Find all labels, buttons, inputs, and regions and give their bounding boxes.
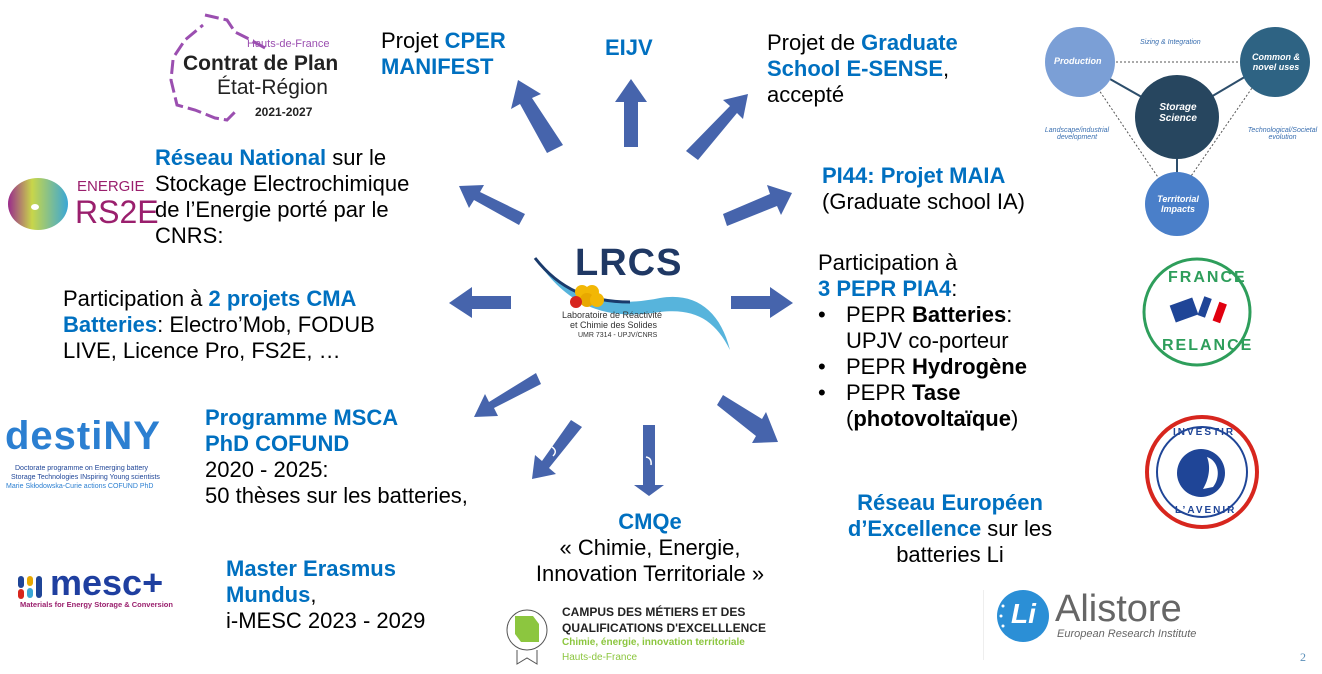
lrcs-title: LRCS bbox=[575, 242, 683, 284]
rs2e-logo-bottom: RS2E bbox=[75, 194, 159, 230]
lrcs-subtitle-3: UMR 7314 - UPJV/CNRS bbox=[578, 332, 658, 339]
storage-node-common: Common & novel uses bbox=[1252, 52, 1300, 72]
lrcs-logo: LRCS Laboratoire de Réactivité et Chimie… bbox=[530, 240, 740, 360]
esense-text: Projet de Graduate School E-SENSE, accep… bbox=[767, 30, 958, 107]
storage-edge-sizing: Sizing & Integration bbox=[1140, 39, 1201, 46]
pepr-item-hydrogene: PEPR Hydrogène bbox=[816, 354, 1027, 380]
cper-logo-line2: État-Région bbox=[217, 76, 328, 99]
lrcs-subtitle-1: Laboratoire de Réactivité bbox=[562, 310, 663, 320]
storage-center: Storage Science bbox=[1159, 102, 1197, 124]
pepr-text: Participation à 3 PEPR PIA4: PEPR Batter… bbox=[818, 250, 1027, 432]
lrcs-subtitle-2: et Chimie des Solides bbox=[570, 320, 658, 330]
france-relance-logo: FRANCE RELANCE bbox=[1140, 255, 1255, 370]
investir-avenir-logo: INVESTIR L’AVENIR bbox=[1143, 413, 1261, 531]
mesc-dots-icon bbox=[18, 574, 46, 599]
investir-top: INVESTIR bbox=[1173, 427, 1236, 438]
pepr-item-batteries: PEPR Batteries: UPJV co-porteur bbox=[816, 302, 1027, 354]
storage-edge-technological: Technological/Societal evolution bbox=[1247, 127, 1318, 141]
destiny-logo: destiNY Doctorate programme on Emerging … bbox=[5, 414, 185, 500]
rs2e-logo: ENERGIE RS2E bbox=[5, 170, 159, 235]
france-relance-top: FRANCE bbox=[1168, 269, 1247, 286]
cmq-logo-line2: QUALIFICATIONS D'EXCELLLENCE bbox=[562, 621, 766, 635]
cper-highlight-1: CPER bbox=[444, 28, 506, 53]
cper-text: Projet CPER MANIFEST bbox=[381, 28, 506, 79]
alistore-li-badge bbox=[997, 590, 1049, 642]
mesc-logo-name: mesc+ bbox=[50, 562, 164, 603]
mesc-logo-tagline: Materials for Energy Storage & Conversio… bbox=[20, 600, 173, 609]
storage-science-diagram: Production Common & novel uses Territori… bbox=[1040, 22, 1320, 242]
storage-node-territorial: Territorial Impacts bbox=[1157, 194, 1199, 214]
investir-avenir-graphic bbox=[1145, 415, 1259, 529]
cmq-logo: CAMPUS DES MÉTIERS ET DES QUALIFICATIONS… bbox=[505, 600, 825, 674]
rs2e-text: Réseau National sur le Stockage Electroc… bbox=[155, 145, 410, 248]
cmq-logo-line3: Chimie, énergie, innovation territoriale bbox=[562, 637, 745, 648]
msca-text: Programme MSCA PhD COFUND 2020 - 2025: 5… bbox=[205, 405, 468, 508]
region-outline-graphic bbox=[169, 13, 266, 122]
divider bbox=[983, 590, 984, 660]
destiny-logo-line1: Doctorate programme on Emerging battery bbox=[15, 465, 149, 472]
cmq-logo-line4: Hauts-de-France bbox=[562, 652, 638, 663]
arrow-to-pepr bbox=[731, 287, 793, 318]
eijv-label: EIJV bbox=[605, 35, 653, 60]
alistore-badge-text: Li bbox=[1011, 598, 1036, 629]
cmqe-text: CMQe « Chimie, Energie, Innovation Terri… bbox=[535, 509, 765, 586]
cmq-logo-line1: CAMPUS DES MÉTIERS ET DES bbox=[562, 605, 746, 619]
destiny-logo-line3: Marie Skłodowska-Curie actions COFUND Ph… bbox=[6, 483, 154, 490]
arrow-to-esense bbox=[686, 94, 748, 160]
arrow-to-cmqe-left bbox=[532, 420, 582, 479]
investir-bottom: L’AVENIR bbox=[1175, 505, 1237, 516]
arrow-to-rs2e bbox=[459, 185, 525, 225]
erasmus-text: Master Erasmus Mundus, i-MESC 2023 - 202… bbox=[226, 556, 426, 633]
pepr-item-tase: PEPR Tase (photovoltaïque) bbox=[816, 380, 1027, 432]
pepr-list: PEPR Batteries: UPJV co-porteur PEPR Hyd… bbox=[816, 302, 1027, 432]
alistore-text: Réseau Européen d’Excellence sur les bat… bbox=[847, 490, 1053, 567]
storage-diagram-graphic bbox=[1045, 27, 1310, 236]
lrcs-swoosh-graphic bbox=[533, 257, 730, 350]
cper-logo: Hauts-de-France Contrat de Plan État-Rég… bbox=[165, 10, 340, 125]
arrow-to-cmqe bbox=[634, 425, 664, 496]
destiny-logo-line2: Storage Technologies INspiring Young sci… bbox=[11, 474, 160, 481]
cma-text: Participation à 2 projets CMA Batteries:… bbox=[63, 286, 375, 363]
rs2e-disc-graphic bbox=[8, 178, 68, 230]
storage-node-production: Production bbox=[1054, 56, 1102, 66]
arrow-to-msca bbox=[474, 373, 541, 417]
storage-edge-landscape: Landscape/industrial development bbox=[1044, 127, 1110, 141]
cper-logo-years: 2021-2027 bbox=[255, 105, 313, 119]
arrow-to-maia bbox=[723, 185, 792, 226]
france-relance-bottom: RELANCE bbox=[1162, 337, 1254, 354]
alistore-logo-name: Alistore bbox=[1055, 588, 1182, 630]
arrow-to-cma bbox=[449, 287, 511, 318]
cper-highlight-2: MANIFEST bbox=[381, 54, 494, 79]
arrow-to-cper bbox=[511, 80, 563, 153]
france-relance-graphic bbox=[1142, 257, 1252, 367]
cmq-badge-graphic bbox=[506, 609, 548, 665]
cper-logo-line1: Contrat de Plan bbox=[183, 52, 339, 75]
destiny-logo-name: destiNY bbox=[5, 414, 161, 458]
arrow-to-eijv bbox=[615, 79, 647, 147]
arrow-to-alistore bbox=[717, 395, 778, 443]
maia-text: PI44: Projet MAIA (Graduate school IA) bbox=[822, 163, 1025, 214]
mesc-logo: mesc+ Materials for Energy Storage & Con… bbox=[18, 562, 208, 620]
rs2e-logo-top: ENERGIE bbox=[77, 178, 145, 195]
page-number: 2 bbox=[1300, 650, 1306, 664]
alistore-logo-tagline: European Research Institute bbox=[1057, 628, 1197, 640]
cper-logo-region: Hauts-de-France bbox=[247, 38, 330, 50]
alistore-logo: Li Alistore European Research Institute bbox=[995, 588, 1225, 648]
